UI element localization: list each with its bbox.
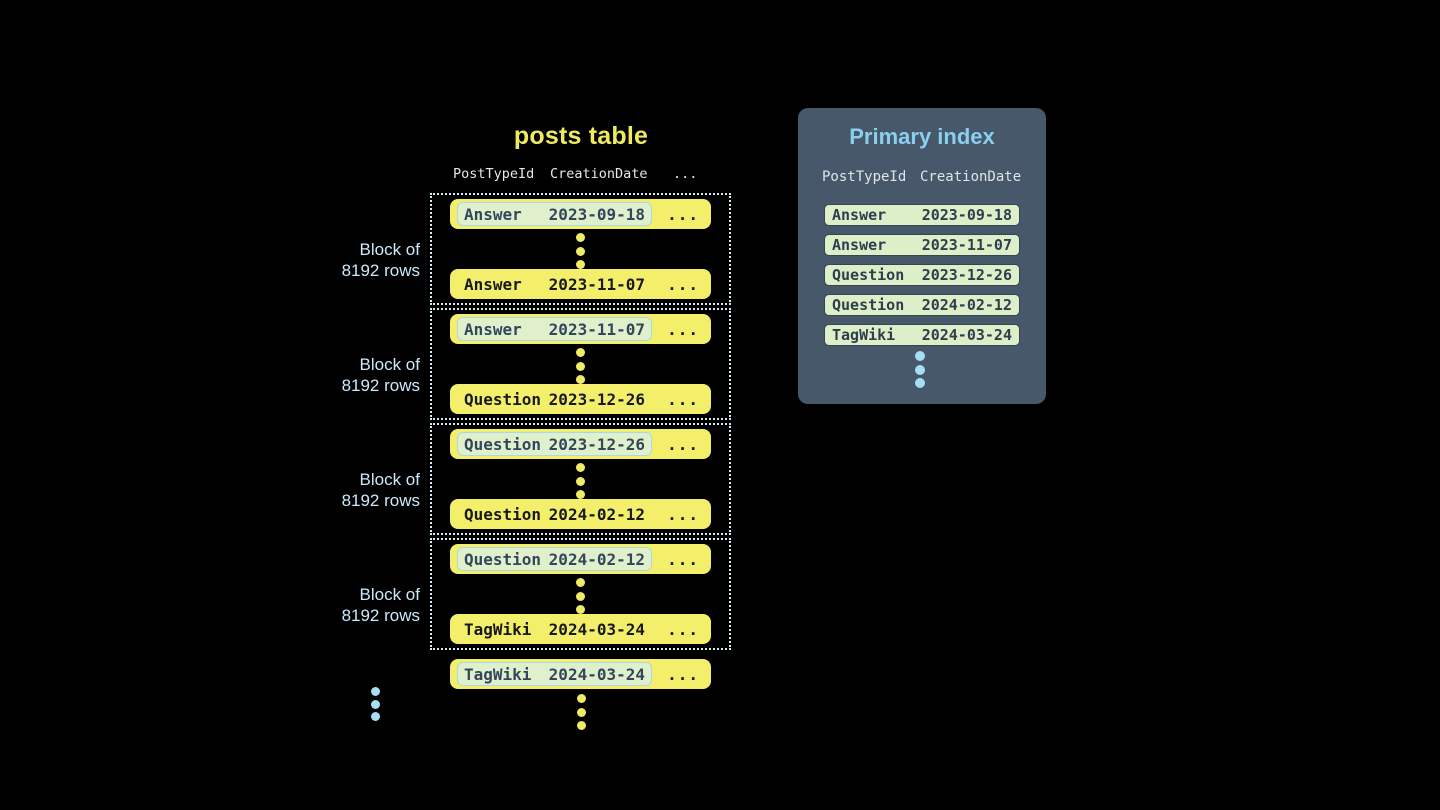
vertical-dots-icon <box>577 694 586 735</box>
cell-posttypeid: TagWiki <box>464 619 532 639</box>
block-label-line2: 8192 rows <box>341 261 420 280</box>
more-columns-ellipsis: ... <box>667 319 699 339</box>
row-columns: Question 2024-02-12 <box>457 502 652 526</box>
table-row: Answer 2023-09-18 ... <box>450 199 711 229</box>
more-columns-ellipsis: ... <box>667 204 699 224</box>
index-entry: Answer 2023-11-07 <box>824 234 1020 256</box>
primary-index-column-headers: PostTypeId CreationDate <box>798 169 1046 187</box>
cell-posttypeid: TagWiki <box>464 664 532 684</box>
cell-creationdate: 2024-03-24 <box>921 326 1012 344</box>
indexed-columns-highlight: Question 2024-02-12 <box>457 547 652 571</box>
block-label-4: Block of 8192 rows <box>240 584 420 626</box>
vertical-dots-icon <box>371 687 380 725</box>
more-columns-ellipsis: ... <box>667 434 699 454</box>
cell-posttypeid: Answer <box>464 204 522 224</box>
table-row: Question 2023-12-26 ... <box>450 429 711 459</box>
posts-table-title: posts table <box>513 122 649 150</box>
block-label-line2: 8192 rows <box>341 491 420 510</box>
cell-posttypeid: Answer <box>464 274 522 294</box>
cell-creationdate: 2024-03-24 <box>548 619 645 639</box>
cell-creationdate: 2024-02-12 <box>548 504 645 524</box>
posts-table-header-posttypeid: PostTypeId <box>453 166 535 182</box>
more-columns-ellipsis: ... <box>667 389 699 409</box>
table-row: TagWiki 2024-03-24 ... <box>450 659 711 689</box>
more-columns-ellipsis: ... <box>667 504 699 524</box>
block-label-line1: Block of <box>359 470 420 489</box>
table-row: TagWiki 2024-03-24 ... <box>450 614 711 644</box>
index-header-creationdate: CreationDate <box>920 169 1022 185</box>
block-label-line2: 8192 rows <box>341 606 420 625</box>
cell-posttypeid: Question <box>464 389 542 409</box>
cell-posttypeid: Question <box>464 504 542 524</box>
vertical-dots-icon <box>915 351 925 392</box>
index-entry: TagWiki 2024-03-24 <box>824 324 1020 346</box>
rows-block-3: Question 2023-12-26 ... Question 2024-02… <box>430 423 731 535</box>
vertical-dots-icon <box>576 233 585 274</box>
cell-creationdate: 2023-09-18 <box>548 204 645 224</box>
index-entry: Question 2024-02-12 <box>824 294 1020 316</box>
row-columns: TagWiki 2024-03-24 <box>457 617 652 641</box>
rows-block-4: Question 2024-02-12 ... TagWiki 2024-03-… <box>430 538 731 650</box>
block-label-line1: Block of <box>359 355 420 374</box>
cell-creationdate: 2023-12-26 <box>548 389 645 409</box>
cell-posttypeid: Question <box>832 296 905 314</box>
cell-creationdate: 2024-02-12 <box>548 549 645 569</box>
primary-index-title: Primary index <box>849 124 995 149</box>
posts-table-header-creationdate: CreationDate <box>550 166 648 182</box>
table-row: Answer 2023-11-07 ... <box>450 314 711 344</box>
more-columns-ellipsis: ... <box>667 549 699 569</box>
posts-table-header-more-columns: ... <box>673 166 698 182</box>
cell-creationdate: 2023-09-18 <box>921 206 1012 224</box>
primary-index-panel: Primary index PostTypeId CreationDate An… <box>798 108 1046 404</box>
block-label-3: Block of 8192 rows <box>240 469 420 511</box>
cell-posttypeid: Question <box>464 434 542 454</box>
block-label-line1: Block of <box>359 240 420 259</box>
cell-posttypeid: Answer <box>464 319 522 339</box>
table-row: Question 2023-12-26 ... <box>450 384 711 414</box>
cell-creationdate: 2023-12-26 <box>548 434 645 454</box>
cell-creationdate: 2023-11-07 <box>548 319 645 339</box>
vertical-dots-icon <box>576 578 585 619</box>
block-label-line1: Block of <box>359 585 420 604</box>
cell-posttypeid: Answer <box>832 236 887 254</box>
vertical-dots-icon <box>576 348 585 389</box>
index-header-posttypeid: PostTypeId <box>822 169 907 185</box>
more-columns-ellipsis: ... <box>667 274 699 294</box>
row-columns: Question 2023-12-26 <box>457 387 652 411</box>
cell-creationdate: 2023-12-26 <box>921 266 1012 284</box>
block-label-1: Block of 8192 rows <box>240 239 420 281</box>
index-entry: Question 2023-12-26 <box>824 264 1020 286</box>
rows-block-2: Answer 2023-11-07 ... Question 2023-12-2… <box>430 308 731 420</box>
cell-creationdate: 2023-11-07 <box>548 274 645 294</box>
cell-creationdate: 2023-11-07 <box>921 236 1012 254</box>
more-columns-ellipsis: ... <box>667 664 699 684</box>
table-row: Answer 2023-11-07 ... <box>450 269 711 299</box>
indexed-columns-highlight: Answer 2023-09-18 <box>457 202 652 226</box>
rows-block-1: Answer 2023-09-18 ... Answer 2023-11-07 … <box>430 193 731 305</box>
indexed-columns-highlight: Question 2023-12-26 <box>457 432 652 456</box>
table-row: Question 2024-02-12 ... <box>450 499 711 529</box>
vertical-dots-icon <box>576 463 585 504</box>
cell-posttypeid: Question <box>464 549 542 569</box>
cell-creationdate: 2024-02-12 <box>921 296 1012 314</box>
cell-posttypeid: TagWiki <box>832 326 896 344</box>
cell-posttypeid: Question <box>832 266 905 284</box>
index-entry: Answer 2023-09-18 <box>824 204 1020 226</box>
cell-creationdate: 2024-03-24 <box>548 664 645 684</box>
posts-table-column-headers: PostTypeId CreationDate ... <box>430 166 732 186</box>
block-label-2: Block of 8192 rows <box>240 354 420 396</box>
block-label-line2: 8192 rows <box>341 376 420 395</box>
indexed-columns-highlight: Answer 2023-11-07 <box>457 317 652 341</box>
cell-posttypeid: Answer <box>832 206 887 224</box>
row-columns: Answer 2023-11-07 <box>457 272 652 296</box>
table-row: Question 2024-02-12 ... <box>450 544 711 574</box>
more-columns-ellipsis: ... <box>667 619 699 639</box>
indexed-columns-highlight: TagWiki 2024-03-24 <box>457 662 652 686</box>
